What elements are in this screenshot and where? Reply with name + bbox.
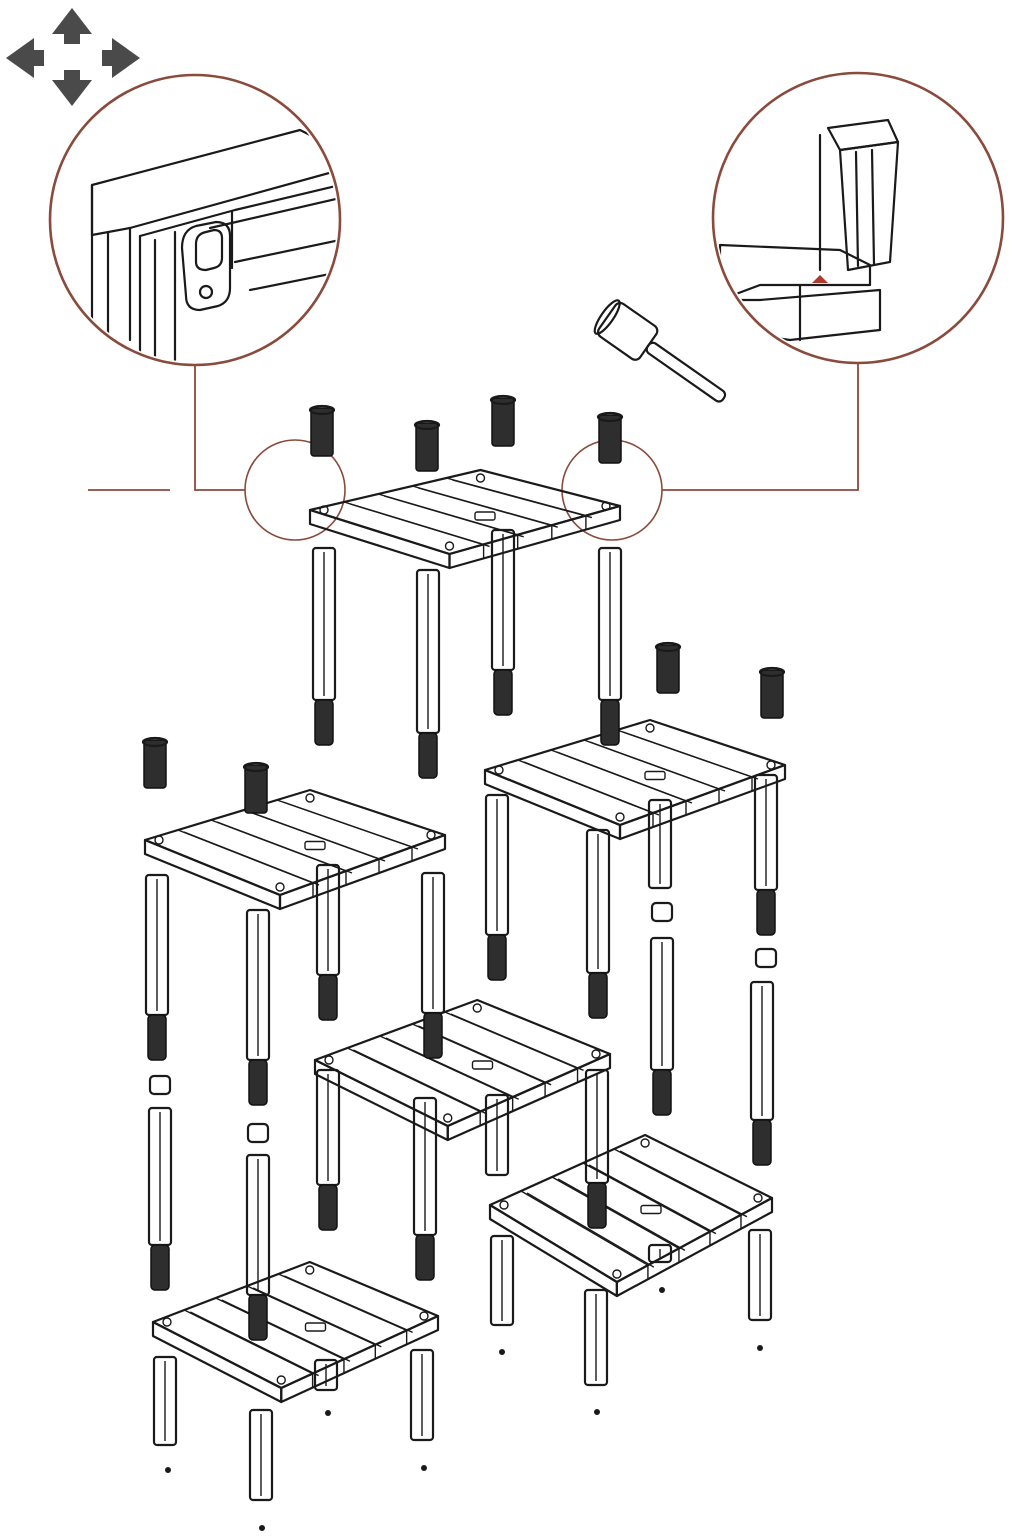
post-15	[147, 1106, 173, 1291]
shelf-mid-right	[483, 718, 787, 841]
post-19	[484, 1093, 510, 1177]
post-18	[412, 1096, 438, 1281]
connectors	[148, 901, 778, 1144]
floor-marker-3	[421, 1465, 427, 1471]
floor-marker-1	[165, 1467, 171, 1473]
post-cap-4	[596, 411, 624, 464]
post-24	[152, 1355, 178, 1447]
post-cap-2	[413, 419, 441, 472]
floor-marker-2	[259, 1525, 265, 1531]
connector-3	[650, 901, 674, 923]
post-9	[484, 793, 510, 981]
connector-2	[246, 1122, 270, 1144]
posts	[144, 528, 779, 1502]
shelf-bottom-right	[488, 1133, 774, 1298]
post-4	[597, 546, 623, 746]
post-cap-5	[141, 736, 169, 789]
floor-marker-8	[757, 1345, 763, 1351]
post-7	[315, 863, 341, 1021]
post-cap-3	[489, 394, 517, 447]
callout-circle-left	[244, 439, 346, 541]
post-28	[647, 1243, 673, 1264]
post-cap-8	[758, 666, 786, 719]
post-23	[747, 1228, 773, 1322]
floor-marker-6	[594, 1409, 600, 1415]
move-arrows-icon[interactable]	[6, 8, 140, 106]
connector-4	[754, 947, 778, 969]
post-caps	[141, 394, 786, 814]
mallet-icon	[593, 299, 727, 403]
shelf-units	[143, 468, 787, 1404]
floor-marker-5	[499, 1349, 505, 1355]
post-2	[415, 568, 441, 779]
floor-marker-4	[325, 1410, 331, 1416]
post-21	[489, 1234, 515, 1327]
shelf-bottom-left	[151, 1260, 440, 1404]
connector-1	[148, 1074, 172, 1096]
post-10	[585, 828, 611, 1019]
post-16	[245, 1153, 271, 1341]
post-1	[311, 546, 337, 746]
post-27	[313, 1358, 339, 1392]
post-20	[584, 1068, 610, 1229]
post-5	[144, 873, 170, 1061]
floor-markers	[165, 1287, 763, 1531]
detail-view-hook-joint	[48, 73, 342, 367]
post-14	[749, 980, 775, 1166]
post-6	[245, 908, 271, 1106]
detail-view-post-cap	[711, 71, 1005, 365]
shelf-top	[308, 468, 622, 570]
post-22	[583, 1288, 609, 1387]
leader-lines	[88, 362, 859, 491]
post-cap-1	[308, 404, 336, 457]
post-17	[315, 1068, 341, 1231]
post-cap-7	[654, 641, 682, 694]
post-3	[490, 528, 516, 716]
post-25	[248, 1408, 274, 1502]
post-11	[647, 798, 673, 890]
floor-marker-7	[659, 1287, 665, 1293]
post-cap-6	[242, 761, 270, 814]
shelf-center	[313, 998, 612, 1142]
post-26	[409, 1348, 435, 1442]
post-12	[753, 773, 779, 936]
shelf-mid-left	[143, 788, 447, 911]
post-13	[649, 936, 675, 1116]
post-8	[420, 871, 446, 1059]
